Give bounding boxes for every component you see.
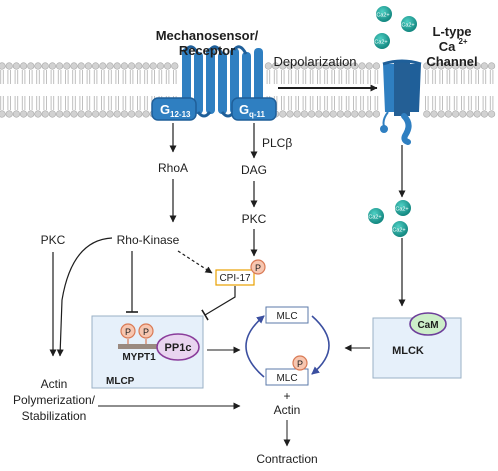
calcium-ion-label: Ca2+ bbox=[368, 215, 381, 221]
pkc-top-label: PKC bbox=[242, 212, 267, 226]
actin-poly-line3: Stabilization bbox=[22, 409, 87, 423]
mlc-top-label: MLC bbox=[276, 311, 297, 322]
actin-poly-line1: Actin bbox=[41, 377, 68, 391]
plus-label: + bbox=[283, 389, 290, 403]
channel-label-line1: L-type bbox=[433, 24, 472, 39]
inhibit-cpi17-mlcp bbox=[201, 286, 236, 321]
actin-label: Actin bbox=[274, 403, 301, 417]
mlcp-phospho-2: P bbox=[143, 327, 149, 337]
mechanosensor-label-line2: Receptor bbox=[179, 43, 235, 58]
gq11-label: G bbox=[239, 102, 249, 117]
mlc-phospho: P bbox=[297, 359, 303, 369]
phosphorylation-arrow bbox=[311, 315, 330, 375]
dashed-arrow-rhokinase-cpi17 bbox=[177, 250, 213, 274]
mlcp-phospho-1: P bbox=[125, 327, 131, 337]
g-protein-q-11: G q-11 bbox=[231, 97, 277, 121]
pp1c-label: PP1c bbox=[165, 342, 192, 354]
channel-label-sup: 2+ bbox=[458, 37, 467, 46]
dag-label: DAG bbox=[241, 163, 267, 177]
calcium-ion: Ca2+ bbox=[395, 200, 411, 216]
rhoa-label: RhoA bbox=[158, 161, 188, 175]
mlck-label: MLCK bbox=[392, 345, 424, 357]
l-type-calcium-channel bbox=[380, 59, 422, 145]
calcium-ion-label: Ca2+ bbox=[392, 228, 405, 234]
mechanosensor-receptor bbox=[182, 45, 263, 118]
mypt1-label: MYPT1 bbox=[122, 352, 156, 363]
plcb-label: PLCβ bbox=[262, 136, 292, 150]
calcium-ion-label: Ca2+ bbox=[374, 40, 387, 46]
calcium-ion: Ca2+ bbox=[376, 6, 392, 22]
actin-poly-line2: Polymerization/ bbox=[13, 393, 96, 407]
calcium-ion: Ca2+ bbox=[401, 16, 417, 32]
cpi17-label: CPI-17 bbox=[219, 273, 251, 284]
calcium-ion-label: Ca2+ bbox=[395, 207, 408, 213]
calcium-ion-label: Ca2+ bbox=[376, 13, 389, 19]
calcium-ion: Ca2+ bbox=[374, 33, 390, 49]
calcium-ion-label: Ca2+ bbox=[401, 23, 414, 29]
mechanosensor-label-line1: Mechanosensor/ bbox=[156, 28, 259, 43]
dephosphorylation-arrow bbox=[245, 315, 265, 378]
mlcp-complex: P P PP1c MYPT1 MLCP bbox=[91, 315, 204, 389]
rho-kinase-label: Rho-Kinase bbox=[117, 233, 180, 247]
pkc-left-label: PKC bbox=[41, 233, 66, 247]
calcium-ions: Ca2+ Ca2+ Ca2+ Ca2+ Ca2+ Ca2+ bbox=[368, 6, 417, 237]
mlc-cycle: MLC MLC P bbox=[245, 306, 330, 386]
gq11-subscript: q-11 bbox=[249, 110, 266, 119]
calcium-ion: Ca2+ bbox=[368, 208, 384, 224]
channel-label-line3: Channel bbox=[426, 54, 477, 69]
mlcp-label: MLCP bbox=[106, 376, 135, 387]
g1213-subscript: 12-13 bbox=[170, 110, 191, 119]
depolarization-label: Depolarization bbox=[273, 54, 356, 69]
cam-label: CaM bbox=[417, 320, 438, 331]
mlck-complex: CaM MLCK bbox=[372, 312, 462, 379]
contraction-label: Contraction bbox=[256, 452, 317, 466]
channel-label-line2: Ca bbox=[439, 39, 456, 54]
g1213-label: G bbox=[160, 102, 170, 117]
g-protein-12-13: G 12-13 bbox=[151, 97, 197, 121]
cpi17-node: CPI-17 P bbox=[215, 259, 266, 286]
calcium-ion: Ca2+ bbox=[392, 221, 408, 237]
arrow-rhokinase-actin bbox=[56, 237, 113, 357]
cpi17-phospho: P bbox=[255, 263, 261, 273]
mlc-bottom-label: MLC bbox=[276, 373, 297, 384]
